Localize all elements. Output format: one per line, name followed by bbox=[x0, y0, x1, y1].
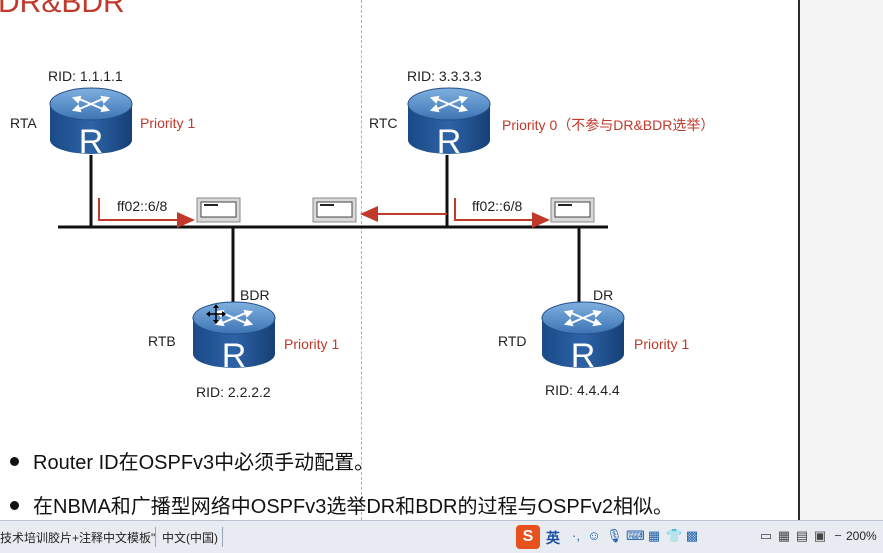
rtd-rid: RID: 4.4.4.4 bbox=[545, 382, 620, 398]
slide-canvas: DR&BDR bbox=[0, 0, 715, 520]
slideshow-icon[interactable]: ▣ bbox=[813, 528, 827, 543]
keyboard-icon[interactable]: ⌨ bbox=[626, 528, 645, 543]
multicast-label-left: ff02::6/8 bbox=[117, 198, 168, 214]
rtb-name: RTB bbox=[148, 333, 176, 349]
status-divider bbox=[222, 527, 223, 547]
slide-sorter-icon[interactable]: ▦ bbox=[777, 528, 791, 543]
zoom-level[interactable]: 200% bbox=[846, 529, 877, 543]
bullet-text-2: 在NBMA和广播型网络中OSPFv3选举DR和BDR的过程与OSPFv2相似。 bbox=[33, 496, 674, 518]
rtd-name: RTD bbox=[498, 333, 527, 349]
normal-view-icon[interactable]: ▭ bbox=[759, 528, 773, 543]
bullet-item-1: Router ID在OSPFv3中必须手动配置。 bbox=[10, 446, 374, 475]
packet-icon-1 bbox=[196, 197, 241, 223]
clothes-icon[interactable]: 👕 bbox=[666, 528, 683, 543]
rtb-role: BDR bbox=[240, 287, 270, 303]
packet-icon-2 bbox=[312, 197, 357, 223]
packet-icon-3 bbox=[550, 197, 595, 223]
smiley-icon[interactable]: ☺ bbox=[587, 528, 601, 543]
router-glyph-rta: R bbox=[79, 123, 104, 161]
zoom-out-icon[interactable]: − bbox=[834, 528, 842, 543]
bullet-text-1: Router ID在OSPFv3中必须手动配置。 bbox=[33, 452, 375, 474]
bullet-dot-icon bbox=[10, 501, 19, 511]
rta-rid: RID: 1.1.1.1 bbox=[48, 68, 123, 84]
rta-priority: Priority 1 bbox=[140, 115, 196, 131]
rtc-name: RTC bbox=[369, 115, 398, 131]
rtc-rid: RID: 3.3.3.3 bbox=[407, 68, 482, 84]
rtb-priority: Priority 1 bbox=[284, 336, 340, 352]
router-rtd-icon: R bbox=[541, 301, 625, 375]
grid-icon[interactable]: ▩ bbox=[685, 528, 699, 543]
status-bar: 技术培训胶片+注释中文模板" 中文(中国) S 英 ·, ☺ 🎙 ⌨ ▦ 👕 ▩… bbox=[0, 520, 883, 553]
microphone-icon[interactable]: 🎙 bbox=[606, 528, 623, 543]
ime-mode-toggle[interactable]: 英 bbox=[546, 530, 560, 546]
router-rta-icon: R bbox=[49, 87, 133, 161]
punctuation-icon[interactable]: ·, bbox=[572, 528, 580, 543]
multicast-label-right: ff02::6/8 bbox=[472, 198, 523, 214]
slide-center-guide bbox=[361, 0, 362, 520]
rtd-role: DR bbox=[593, 287, 614, 303]
bullet-item-2: 在NBMA和广播型网络中OSPFv3选举DR和BDR的过程与OSPFv2相似。 bbox=[10, 490, 673, 519]
router-glyph-rtc: R bbox=[437, 123, 462, 161]
language-status[interactable]: 中文(中国) bbox=[162, 531, 218, 545]
router-glyph-rtb: R bbox=[222, 337, 247, 375]
move-cursor-icon bbox=[206, 304, 226, 324]
network-diagram: R R R R bbox=[49, 87, 625, 375]
reading-view-icon[interactable]: ▤ bbox=[795, 528, 809, 543]
hello-arrow-right bbox=[454, 198, 550, 228]
toolbox-icon[interactable]: ▦ bbox=[647, 528, 661, 543]
rtb-rid: RID: 2.2.2.2 bbox=[196, 384, 271, 400]
right-panel bbox=[798, 0, 883, 520]
rtc-priority: Priority 0（不参与DR&BDR选举） bbox=[502, 117, 715, 133]
bullet-dot-icon bbox=[10, 457, 19, 467]
slide-title: DR&BDR bbox=[0, 0, 125, 19]
router-rtc-icon: R bbox=[407, 87, 491, 161]
router-rtb-icon: R bbox=[192, 301, 276, 375]
rtd-priority: Priority 1 bbox=[634, 336, 690, 352]
status-divider bbox=[155, 527, 156, 547]
router-glyph-rtd: R bbox=[571, 337, 596, 375]
sogou-icon[interactable]: S bbox=[516, 525, 540, 549]
doc-title-status[interactable]: 技术培训胶片+注释中文模板" bbox=[0, 531, 156, 545]
hello-arrow-left bbox=[98, 198, 195, 228]
rta-name: RTA bbox=[10, 115, 37, 131]
